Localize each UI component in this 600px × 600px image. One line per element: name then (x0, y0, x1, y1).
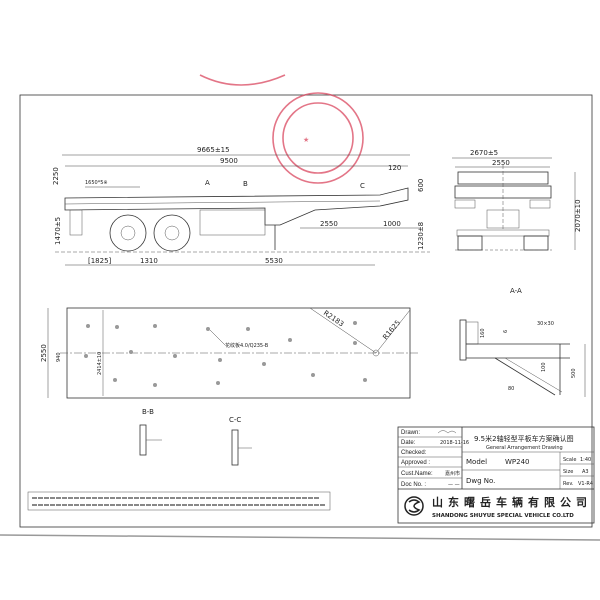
svg-text:A3: A3 (582, 469, 589, 475)
svg-text:山东曙岳车辆有限公司: 山东曙岳车辆有限公司 (432, 495, 592, 509)
svg-text:2018-11-16: 2018-11-16 (440, 440, 469, 446)
svg-text:30×30: 30×30 (537, 321, 554, 327)
svg-text:9500: 9500 (220, 157, 238, 165)
svg-text:600: 600 (417, 179, 425, 192)
svg-text:V1-R4: V1-R4 (578, 481, 593, 487)
svg-text:1470±5: 1470±5 (54, 217, 62, 245)
svg-text:花纹板4.0/Q235-B: 花纹板4.0/Q235-B (225, 342, 269, 349)
svg-text:Drawn:: Drawn: (401, 430, 420, 436)
svg-text:1310: 1310 (140, 257, 158, 265)
svg-text:1:40: 1:40 (580, 457, 591, 463)
title-block: Drawn: Date: 2018-11-16 Checked: Approve… (397, 426, 595, 524)
svg-text:2670±5: 2670±5 (470, 149, 498, 157)
svg-text:A: A (205, 179, 210, 187)
svg-text:Date:: Date: (401, 440, 416, 446)
svg-text:Approved :: Approved : (401, 460, 430, 466)
svg-text:2550: 2550 (40, 344, 48, 362)
page-edge (0, 534, 600, 541)
svg-text:Rev.: Rev. (563, 481, 574, 487)
svg-text:9665±15: 9665±15 (197, 146, 230, 154)
company-logo-icon (404, 496, 424, 516)
svg-text:1230±8: 1230±8 (417, 222, 425, 250)
svg-text:★: ★ (303, 136, 309, 144)
svg-text:2414±10: 2414±10 (97, 352, 103, 375)
section-b-b: B-B (139, 408, 162, 456)
wheel (109, 214, 147, 252)
svg-text:R1625: R1625 (381, 319, 402, 342)
svg-text:— —: — — (448, 482, 460, 488)
svg-text:120: 120 (388, 164, 401, 172)
svg-text:General Arrangement Drawing: General Arrangement Drawing (486, 445, 563, 451)
svg-text:Dwg No.: Dwg No. (466, 477, 495, 485)
svg-text:WP240: WP240 (505, 458, 530, 466)
svg-text:1650*5※: 1650*5※ (85, 180, 108, 186)
red-seal-stamp: ★ (272, 92, 364, 184)
svg-text:6: 6 (503, 330, 509, 333)
svg-text:80: 80 (508, 386, 514, 392)
svg-text:C-C: C-C (229, 416, 241, 424)
svg-text:Model: Model (466, 458, 487, 466)
svg-text:100: 100 (541, 362, 547, 372)
notes-box (27, 491, 331, 511)
svg-text:嘉州市: 嘉州市 (445, 470, 460, 477)
section-c-c: C-C (229, 416, 252, 466)
front-view: 2670±5 2550 2070±10 (452, 149, 582, 251)
svg-text:B: B (243, 180, 248, 188)
svg-text:2070±10: 2070±10 (574, 199, 582, 232)
red-seal-stamp-top (199, 74, 286, 86)
top-view: R2183 R1625 2550 940 2414±10 花纹板4.0/Q235… (40, 307, 420, 399)
section-a-a: A-A 160 6 30×30 100 500 80 (459, 287, 586, 397)
svg-text:Checked:: Checked: (401, 450, 427, 456)
svg-text:940: 940 (56, 352, 62, 362)
svg-text:2550: 2550 (320, 220, 338, 228)
svg-text:Doc No. :: Doc No. : (401, 482, 426, 488)
svg-text:Cust.Name:: Cust.Name: (401, 471, 433, 477)
svg-text:5530: 5530 (265, 257, 283, 265)
svg-text:Size: Size (563, 469, 573, 475)
svg-text:A-A: A-A (510, 287, 522, 295)
svg-text:C: C (360, 182, 365, 190)
svg-text:Scale: Scale (563, 457, 576, 463)
wheel (153, 214, 191, 252)
svg-text:2250: 2250 (52, 167, 60, 185)
svg-text:B-B: B-B (142, 408, 154, 416)
svg-text:2550: 2550 (492, 159, 510, 167)
svg-text:[1825]: [1825] (88, 257, 112, 265)
svg-text:500: 500 (571, 368, 577, 378)
svg-text:1000: 1000 (383, 220, 401, 228)
svg-text:160: 160 (480, 328, 486, 338)
side-view: 9665±15 9500 120 1650*5※ 2250 1470±5 123… (52, 146, 430, 266)
svg-text:9.5米2轴轻型平板车方案确认图: 9.5米2轴轻型平板车方案确认图 (474, 434, 574, 443)
svg-text:SHANDONG SHUYUE SPECIAL VEHICL: SHANDONG SHUYUE SPECIAL VEHICLE CO.LTD (432, 513, 574, 519)
